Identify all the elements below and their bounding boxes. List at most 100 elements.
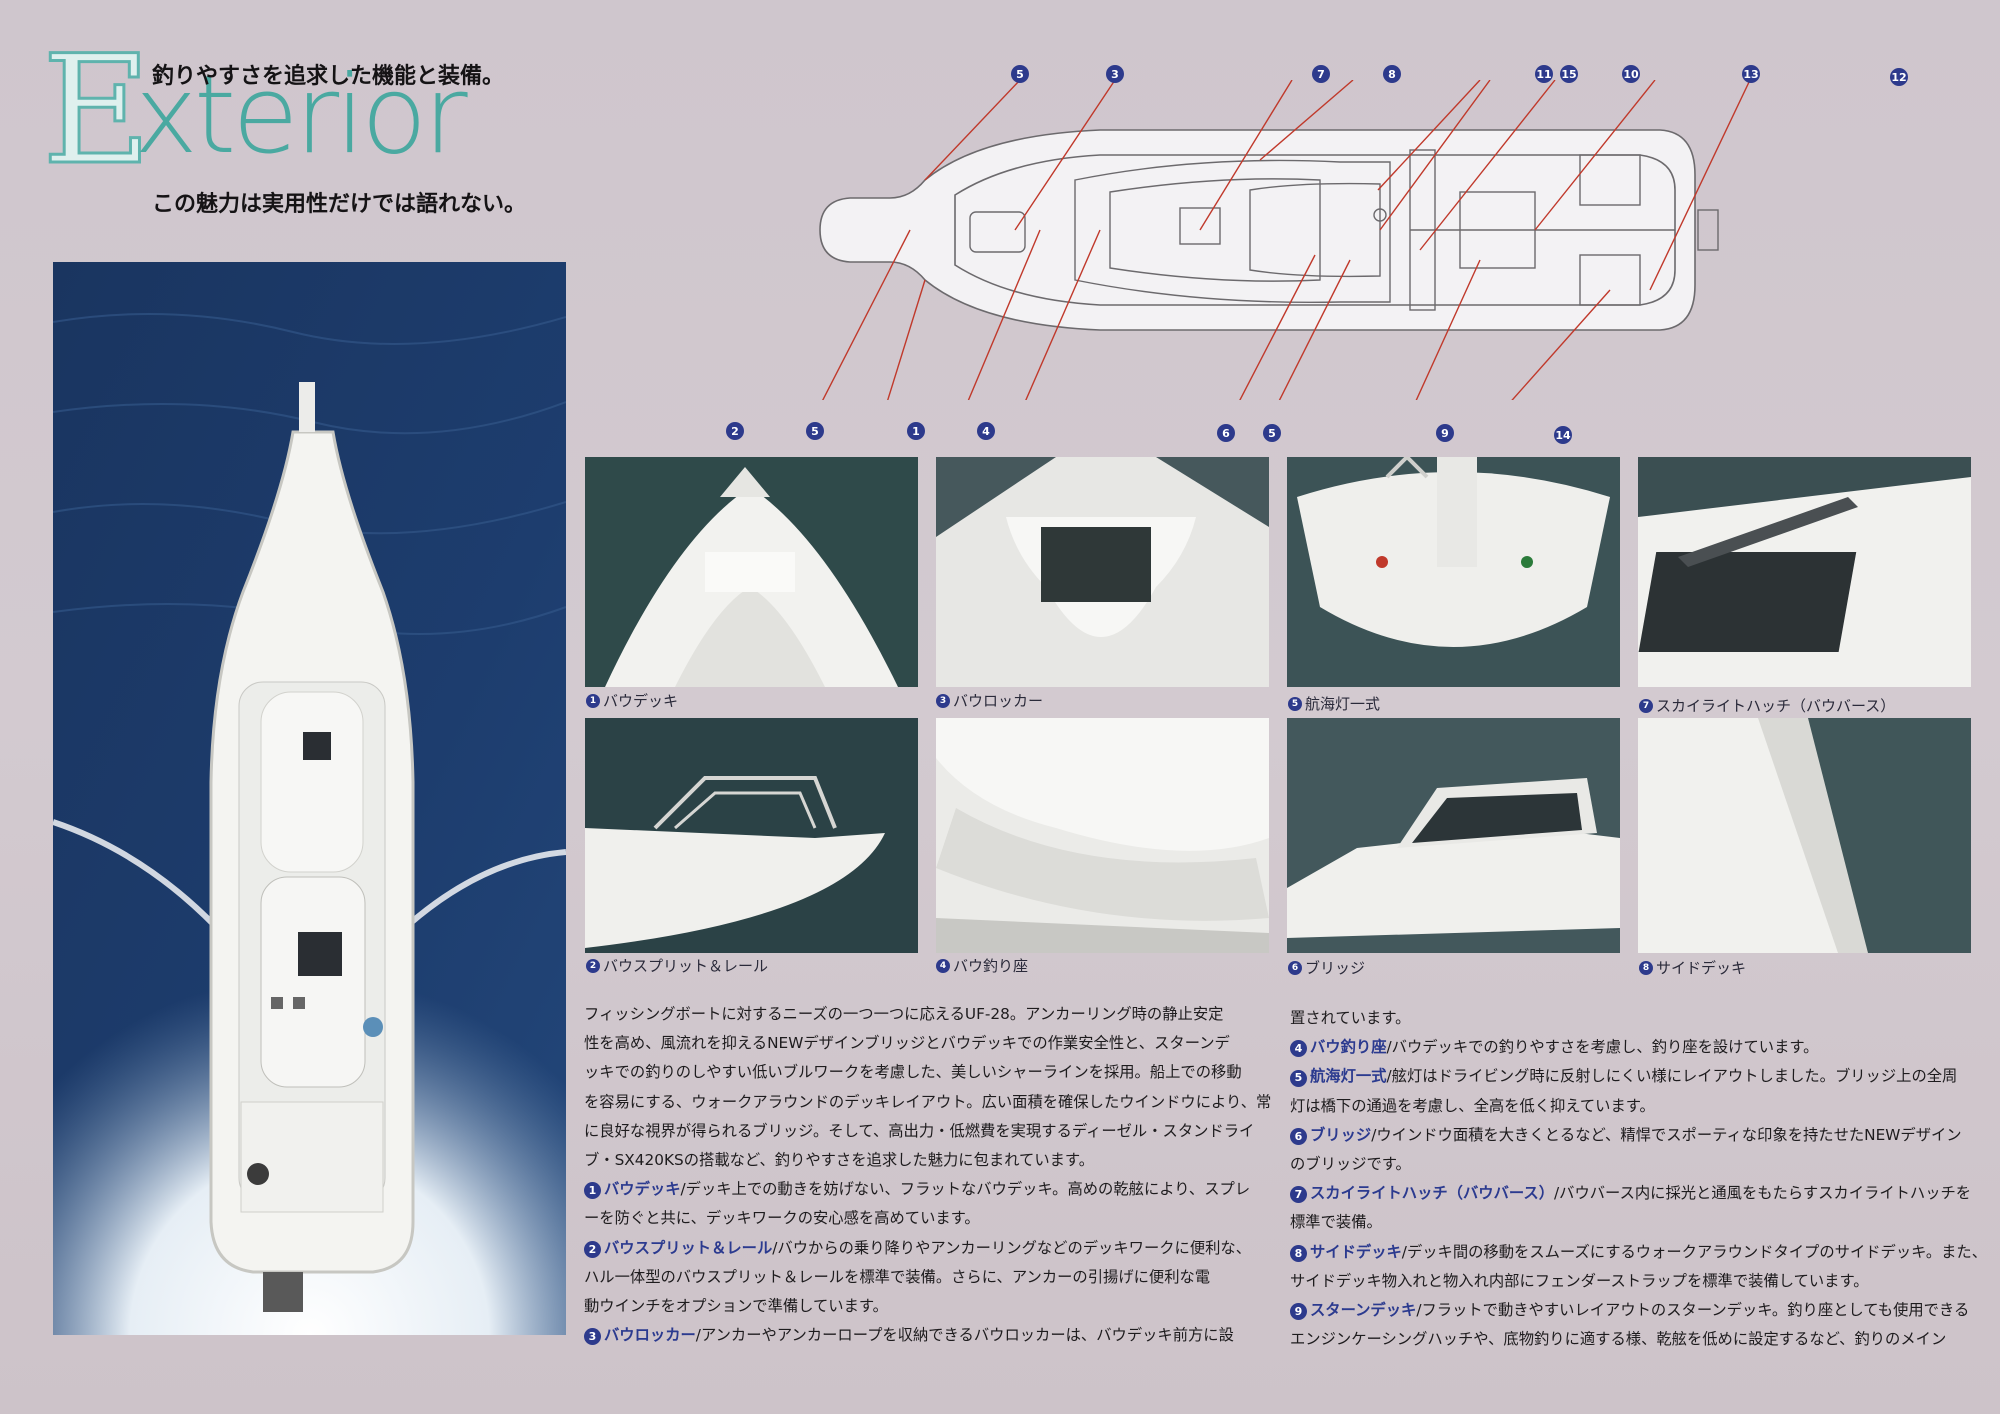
feature-text-cont: 灯は橋下の通過を考慮し、全高を低く抑えています。 [1290,1096,1655,1115]
caption-number: 3 [936,693,950,708]
feature-text: /バウデッキでの釣りやすさを考慮し、釣り座を設けています。 [1386,1038,1819,1057]
feature-number: 1 [584,1182,601,1200]
feature-keyword: バウロッカー [604,1326,696,1345]
caption-text: ブリッジ [1305,959,1366,977]
callout-bottom-3: 1 [907,422,925,440]
feature-keyword: サイドデッキ [1310,1242,1402,1261]
caption-text: バウデッキ [603,692,679,710]
callout-top-3: 7 [1312,65,1330,83]
callout-top-5: 11 [1535,65,1553,83]
caption-text: 航海灯一式 [1305,695,1381,713]
caption-number: 7 [1639,698,1653,713]
caption-text: サイドデッキ [1656,959,1747,977]
feature-keyword: バウデッキ [604,1180,681,1199]
feature-text: /舷灯はドライビング時に反射しにくい様にレイアウトしました。ブリッジ上の全周 [1386,1067,1958,1086]
photo-skylight-hatch [1638,457,1971,687]
callout-bottom-6: 5 [1263,424,1281,442]
lead-line: 置されています。 [1290,1009,1411,1027]
intro-line: フィッシングボートに対するニーズの一つ一つに応えるUF-28。アンカーリング時の… [584,1005,1224,1023]
feature-keyword: バウ釣り座 [1310,1038,1387,1057]
feature-text: /フラットで動きやすいレイアウトのスターンデッキ。釣り座としても使用できる [1416,1301,1970,1320]
feature-text-cont: エンジンケーシングハッチや、底物釣りに適する様、乾舷を低めに設定するなど、釣りの… [1290,1330,1947,1349]
feature-text-cont: のブリッジです。 [1290,1155,1411,1174]
feature-text: /デッキ上での動きを妨げない、フラットなバウデッキ。高めの乾舷により、スプレ [680,1180,1251,1199]
callout-bottom-4: 4 [977,422,995,440]
caption-text: スカイライトハッチ（バウバース） [1656,697,1896,715]
photo-side-deck [1638,718,1971,953]
caption-number: 4 [936,958,950,973]
photo-bow-fishing-seat [936,718,1269,953]
intro-line: ブ・SX420KSの搭載など、釣りやすさを追求した魅力に包まれています。 [584,1151,1094,1170]
feature-number: 9 [1290,1303,1307,1321]
feature-text: /バウバース内に採光と通風をもたらすスカイライトハッチを [1554,1184,1972,1203]
caption-text: バウスプリット＆レール [603,957,769,975]
callout-top-6: 15 [1560,65,1578,83]
feature-text: /バウからの乗り降りやアンカーリングなどのデッキワークに便利な、 [772,1238,1252,1257]
feature-number: 3 [584,1328,601,1346]
feature-number: 5 [1290,1069,1307,1087]
feature-text-cont: 動ウインチをオプションで準備しています。 [584,1297,888,1316]
feature-keyword: バウスプリット＆レール [604,1238,773,1257]
feature-number: 8 [1290,1244,1307,1262]
feature-text: /アンカーやアンカーロープを収納できるバウロッカーは、バウデッキ前方に設 [695,1326,1234,1345]
callout-bottom-7: 9 [1436,424,1454,442]
feature-number: 6 [1290,1127,1307,1145]
feature-number: 7 [1290,1186,1307,1204]
photo-navigation-lights [1287,457,1620,687]
callout-top-8: 13 [1742,65,1760,83]
caption-number: 2 [586,958,600,973]
feature-number: 4 [1290,1040,1307,1058]
intro-line: を容易にする、ウォークアラウンドのデッキレイアウト。広い面積を確保したウインドウ… [584,1092,1272,1111]
feature-number: 2 [584,1240,601,1258]
feature-keyword: スターンデッキ [1310,1301,1417,1320]
photo-bow-deck [585,457,918,687]
body-left-column: フィッシングボートに対するニーズの一つ一つに応えるUF-28。アンカーリング時の… [584,1000,1284,1350]
intro-line: 性を高め、風流れを抑えるNEWデザインブリッジとバウデッキでの作業安全性と、スタ… [584,1034,1230,1053]
callout-top-1: 5 [1011,65,1029,83]
deck-plan-diagram [780,80,1760,400]
tagline-2: この魅力は実用性だけでは語れない。 [152,192,527,217]
photo-bow-sprit-rail [585,718,918,953]
title-word: xterior [134,53,468,178]
intro-line: に良好な視界が得られるブリッジ。そして、高出力・低燃費を実現するディーゼル・スタ… [584,1121,1255,1140]
feature-text: /デッキ間の移動をスムーズにするウォークアラウンドタイプのサイドデッキ。また、 [1401,1242,1988,1261]
feature-keyword: ブリッジ [1310,1125,1372,1144]
caption-number: 1 [586,693,600,708]
feature-text-cont: サイドデッキ物入れと物入れ内部にフェンダーストラップを標準で装備しています。 [1290,1271,1869,1290]
callout-top-7: 10 [1622,65,1640,83]
feature-text-cont: 標準で装備。 [1290,1213,1382,1232]
caption-number: 5 [1288,696,1302,711]
callout-bottom-1: 2 [726,422,744,440]
caption-number: 8 [1639,960,1653,975]
callout-bottom-5: 6 [1217,424,1235,442]
feature-text: /ウインドウ面積を大きくとるなど、精悍でスポーティな印象を持たせたNEWデザイン [1371,1125,1962,1144]
feature-keyword: 航海灯一式 [1310,1067,1387,1086]
caption-text: バウ釣り座 [953,957,1029,975]
callout-top-9: 12 [1890,68,1908,86]
intro-line: ッキでの釣りのしやすい低いブルワークを考慮した、美しいシャーラインを採用。船上で… [584,1063,1242,1082]
aerial-boat-photo [53,262,566,1335]
photo-bridge [1287,718,1620,953]
tagline-1: 釣りやすさを追求した機能と装備。 [152,64,505,89]
title-initial: E [41,24,153,198]
feature-text-cont: ハル一体型のバウスプリット＆レールを標準で装備。さらに、アンカーの引揚げに便利な… [584,1267,1211,1286]
photo-bow-locker [936,457,1269,687]
callout-top-4: 8 [1383,65,1401,83]
caption-number: 6 [1288,960,1302,975]
